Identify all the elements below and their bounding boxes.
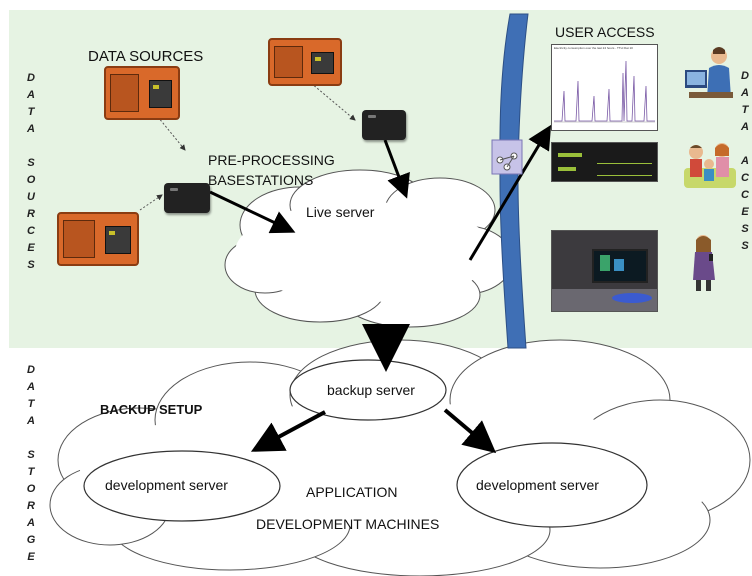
development-server-left-node — [83, 450, 281, 522]
consumption-chart-plot — [554, 60, 655, 123]
development-server-right-node — [456, 442, 648, 528]
development-server-right-label: development server — [476, 477, 599, 493]
desk-user-icon — [685, 47, 733, 98]
chart-title: Electricity consumption over the last 24… — [554, 46, 633, 50]
development-machines-label: DEVELOPMENT MACHINES — [256, 516, 440, 532]
development-server-left-label: development server — [105, 477, 228, 493]
arrow-backup-to-dev-left — [250, 410, 326, 452]
preprocessing-label-1: PRE-PROCESSING — [208, 152, 335, 168]
arrow-basestation2-to-live — [383, 139, 410, 199]
basestation-box-icon — [362, 110, 406, 140]
live-server-label: Live server — [306, 204, 375, 220]
kitchen-display-photo — [551, 230, 658, 312]
basestation-box-icon — [164, 183, 210, 213]
firewall-bar — [499, 13, 529, 349]
sensor-case-icon — [104, 66, 180, 120]
consumption-chart-screenshot: Electricity consumption over the last 24… — [551, 44, 658, 131]
sensor-case-icon — [268, 38, 342, 86]
arrow-basestation-to-live — [209, 190, 296, 234]
sensor-case-icon — [57, 212, 139, 266]
router-icon — [491, 139, 523, 175]
data-sources-heading: DATA SOURCES — [88, 48, 204, 65]
backup-server-label: backup server — [327, 382, 415, 398]
preprocessing-label-2: BASESTATIONS — [208, 172, 314, 188]
application-label: APPLICATION — [306, 484, 398, 500]
backup-setup-label: BACKUP SETUP — [100, 402, 203, 417]
phone-user-icon — [693, 235, 715, 291]
family-icon — [684, 143, 736, 188]
user-access-heading: USER ACCESS — [555, 24, 655, 40]
arrow-live-to-user — [468, 124, 552, 261]
arrow-backup-to-dev-right — [443, 408, 497, 454]
dashboard-screenshot — [551, 142, 658, 182]
